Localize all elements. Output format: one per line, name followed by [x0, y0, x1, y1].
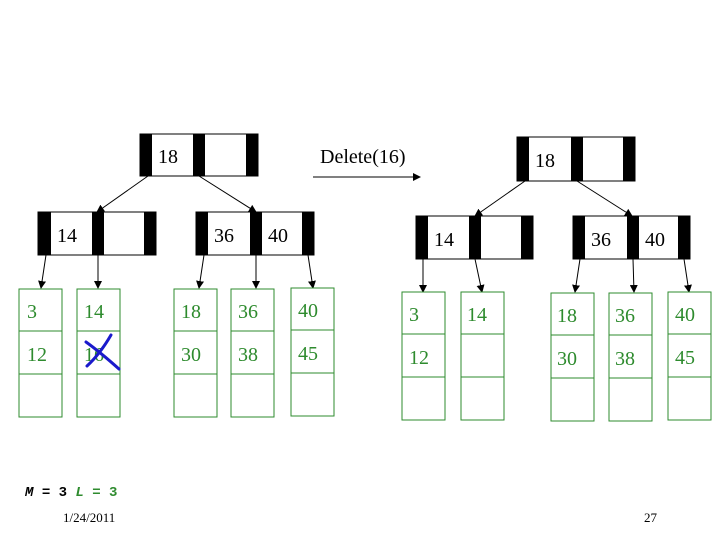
after-leaf-3: [550, 292, 595, 422]
operation: Delete(16): [313, 146, 421, 181]
after-internal-left-key-1: 14: [434, 229, 454, 251]
before-internal-right-key-1: 36: [214, 225, 234, 247]
after-leaf-1-key-1: 3: [409, 304, 419, 326]
after-root-key-1: 18: [535, 150, 555, 172]
after-root-node: 18: [516, 136, 636, 182]
before-leaf-5: [290, 287, 335, 417]
before-leaf-1-key-1: 3: [27, 301, 37, 323]
after-leaf-5-key-2: 45: [675, 347, 695, 369]
after-edges: [419, 180, 692, 293]
after-internal-left-node: 14: [415, 215, 534, 260]
before-tree: 18 14 36 40: [18, 133, 335, 418]
after-leaf-5-key-1: 40: [675, 304, 695, 326]
before-leaf-2-key-1: 14: [84, 301, 104, 323]
tree-parameters: M = 3 L = 3: [25, 485, 117, 501]
before-leaf-3: [173, 288, 218, 418]
before-leaf-1: [18, 288, 63, 418]
after-internal-right-key-1: 36: [591, 229, 611, 251]
before-leaf-2-key-2: 16: [84, 344, 104, 366]
param-m-label: M: [25, 485, 34, 501]
param-l-value: = 3: [92, 485, 118, 501]
after-leaf-5: [667, 291, 712, 421]
before-leaf-3-key-2: 30: [181, 344, 201, 366]
before-internal-right-node: 36 40: [195, 211, 315, 256]
before-leaf-4-key-1: 36: [238, 301, 258, 323]
before-internal-left-key-1: 14: [57, 225, 77, 247]
after-leaf-4: [608, 292, 653, 422]
after-leaf-1-key-2: 12: [409, 347, 429, 369]
before-root-key-1: 18: [158, 146, 178, 168]
after-leaf-4-key-2: 38: [615, 348, 635, 370]
before-internal-right-key-2: 40: [268, 225, 288, 247]
param-m-value: = 3: [41, 485, 68, 501]
param-l-label: L: [75, 485, 84, 501]
before-leaf-1-key-2: 12: [27, 344, 47, 366]
before-internal-left-node: 14: [37, 211, 157, 256]
before-leaf-2: [76, 288, 121, 418]
before-root-node: 18: [139, 133, 259, 177]
strike-x-icon: [84, 333, 121, 371]
after-tree: 18 14 36 40: [401, 136, 712, 422]
after-leaf-1: [401, 291, 446, 421]
footer-date: 1/24/2011: [63, 510, 116, 525]
before-leaf-3-key-1: 18: [181, 301, 201, 323]
before-leaf-4-key-2: 38: [238, 344, 258, 366]
after-leaf-3-key-1: 18: [557, 305, 577, 327]
after-internal-right-key-2: 40: [645, 229, 665, 251]
after-internal-right-node: 36 40: [572, 215, 691, 260]
after-leaf-4-key-1: 36: [615, 305, 635, 327]
before-leaf-5-key-2: 45: [298, 343, 318, 365]
before-leaf-5-key-1: 40: [298, 300, 318, 322]
operation-label: Delete(16): [320, 146, 406, 168]
after-leaf-3-key-2: 30: [557, 348, 577, 370]
after-leaf-2-key-1: 14: [467, 304, 487, 326]
after-leaf-2: [460, 291, 505, 421]
before-leaf-4: [230, 288, 275, 418]
before-edges: [38, 175, 316, 289]
page-number: 27: [644, 510, 657, 525]
